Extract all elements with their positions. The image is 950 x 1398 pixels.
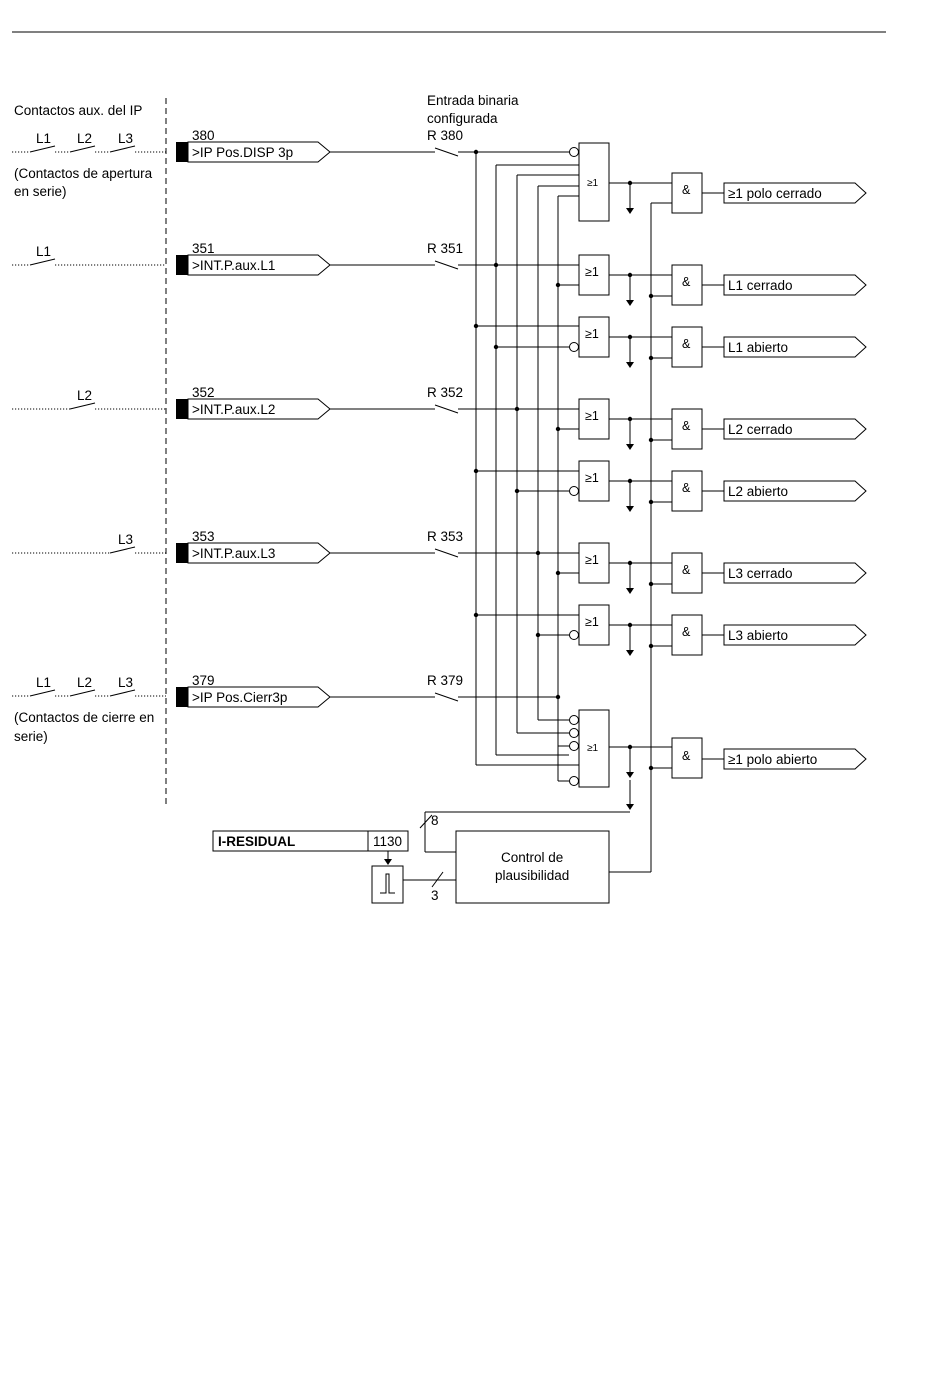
relay-label: R 353 (427, 529, 463, 544)
contact-l3: L3 (12, 532, 166, 554)
phase-label-l1: L1 (36, 244, 51, 259)
or-gate-symbol: ≥1 (585, 409, 599, 423)
and-gates: & & & & & & & & (671, 172, 703, 779)
or-gate-symbol: ≥1 (585, 471, 599, 485)
phase-label-l3: L3 (118, 675, 133, 690)
binary-input-379: 379 >IP Pos.Cierr3p R 379 (176, 673, 558, 708)
signal-buses (473, 149, 579, 782)
output-label: L2 abierto (728, 484, 788, 499)
contacts-closing-series: L1 L2 L3 (12, 675, 166, 697)
input-name: >INT.P.aux.L1 (192, 258, 275, 273)
contact-l2: L2 (12, 388, 166, 410)
or-outputs (609, 180, 672, 778)
aux-contacts-title: Contactos aux. del IP (14, 103, 142, 118)
binary-input-353: 353 >INT.P.aux.L3 R 353 (176, 529, 579, 564)
and-gate-symbol: & (682, 563, 691, 577)
phase-label-l1: L1 (36, 675, 51, 690)
and-gate-symbol: & (682, 183, 691, 197)
bus-count-bottom: 3 (431, 888, 439, 903)
input-number: 351 (192, 241, 215, 256)
output-label: L2 cerrado (728, 422, 793, 437)
input-number: 380 (192, 128, 215, 143)
binary-input-352: 352 >INT.P.aux.L2 R 352 (176, 385, 579, 420)
and-gate-symbol: & (682, 419, 691, 433)
and-gate-symbol: & (682, 337, 691, 351)
or-gates: ≥1 ≥1 ≥1 ≥1 ≥1 ≥1 ≥1 ≥1 (558, 142, 610, 788)
input-number: 352 (192, 385, 215, 400)
or-gate-symbol: ≥1 (585, 615, 599, 629)
output-label: ≥1 polo abierto (728, 752, 817, 767)
binary-input-380: 380 >IP Pos.DISP 3p R 380 (176, 128, 570, 163)
or-gate-symbol: ≥1 (585, 553, 599, 567)
input-name: >INT.P.aux.L3 (192, 546, 275, 561)
and-gate-symbol: & (682, 481, 691, 495)
entrada-line2: configurada (427, 111, 498, 126)
phase-label-l3: L3 (118, 131, 133, 146)
note-opening-line2: en serie) (14, 184, 67, 199)
note-closing-line2: serie) (14, 729, 48, 744)
and-gate-symbol: & (682, 625, 691, 639)
input-number: 379 (192, 673, 215, 688)
input-number: 353 (192, 529, 215, 544)
or-gate-symbol: ≥1 (585, 265, 599, 279)
output-label: L1 abierto (728, 340, 788, 355)
input-name: >INT.P.aux.L2 (192, 402, 275, 417)
note-opening-line1: (Contactos de apertura (14, 166, 153, 181)
entrada-line1: Entrada binaria (427, 93, 519, 108)
input-name: >IP Pos.DISP 3p (192, 145, 293, 160)
phase-label-l2: L2 (77, 675, 92, 690)
phase-label-l2: L2 (77, 131, 92, 146)
residual-number: 1130 (373, 834, 402, 849)
enable-bus (609, 202, 672, 873)
binary-input-351: 351 >INT.P.aux.L1 R 351 (176, 241, 579, 276)
output-label: L3 cerrado (728, 566, 793, 581)
and-gate-symbol: & (682, 749, 691, 763)
phase-label-l3: L3 (118, 532, 133, 547)
contacts-opening-series: L1 L2 L3 (12, 131, 166, 153)
relay-label: R 352 (427, 385, 463, 400)
relay-label: R 379 (427, 673, 463, 688)
residual-label: I-RESIDUAL (218, 834, 295, 849)
output-signals: ≥1 polo cerrado L1 cerrado L1 abierto L2… (702, 182, 867, 770)
plausibility-line2: plausibilidad (495, 868, 569, 883)
contact-l1: L1 (12, 244, 166, 266)
output-label: L1 cerrado (728, 278, 793, 293)
bus-count-top: 8 (431, 813, 439, 828)
output-label: ≥1 polo cerrado (728, 186, 822, 201)
or-gate-symbol: ≥1 (587, 178, 598, 189)
plausibility-line1: Control de (501, 850, 563, 865)
phase-label-l1: L1 (36, 131, 51, 146)
phase-label-l2: L2 (77, 388, 92, 403)
relay-label: R 380 (427, 128, 463, 143)
or-gate-symbol: ≥1 (585, 327, 599, 341)
plausibility-section: 8 I-RESIDUAL 1130 3 Control de plausibil… (212, 780, 634, 904)
output-label: L3 abierto (728, 628, 788, 643)
input-name: >IP Pos.Cierr3p (192, 690, 287, 705)
or-gate-symbol: ≥1 (587, 743, 598, 754)
and-gate-symbol: & (682, 275, 691, 289)
note-closing-line1: (Contactos de cierre en (14, 710, 154, 725)
relay-label: R 351 (427, 241, 463, 256)
